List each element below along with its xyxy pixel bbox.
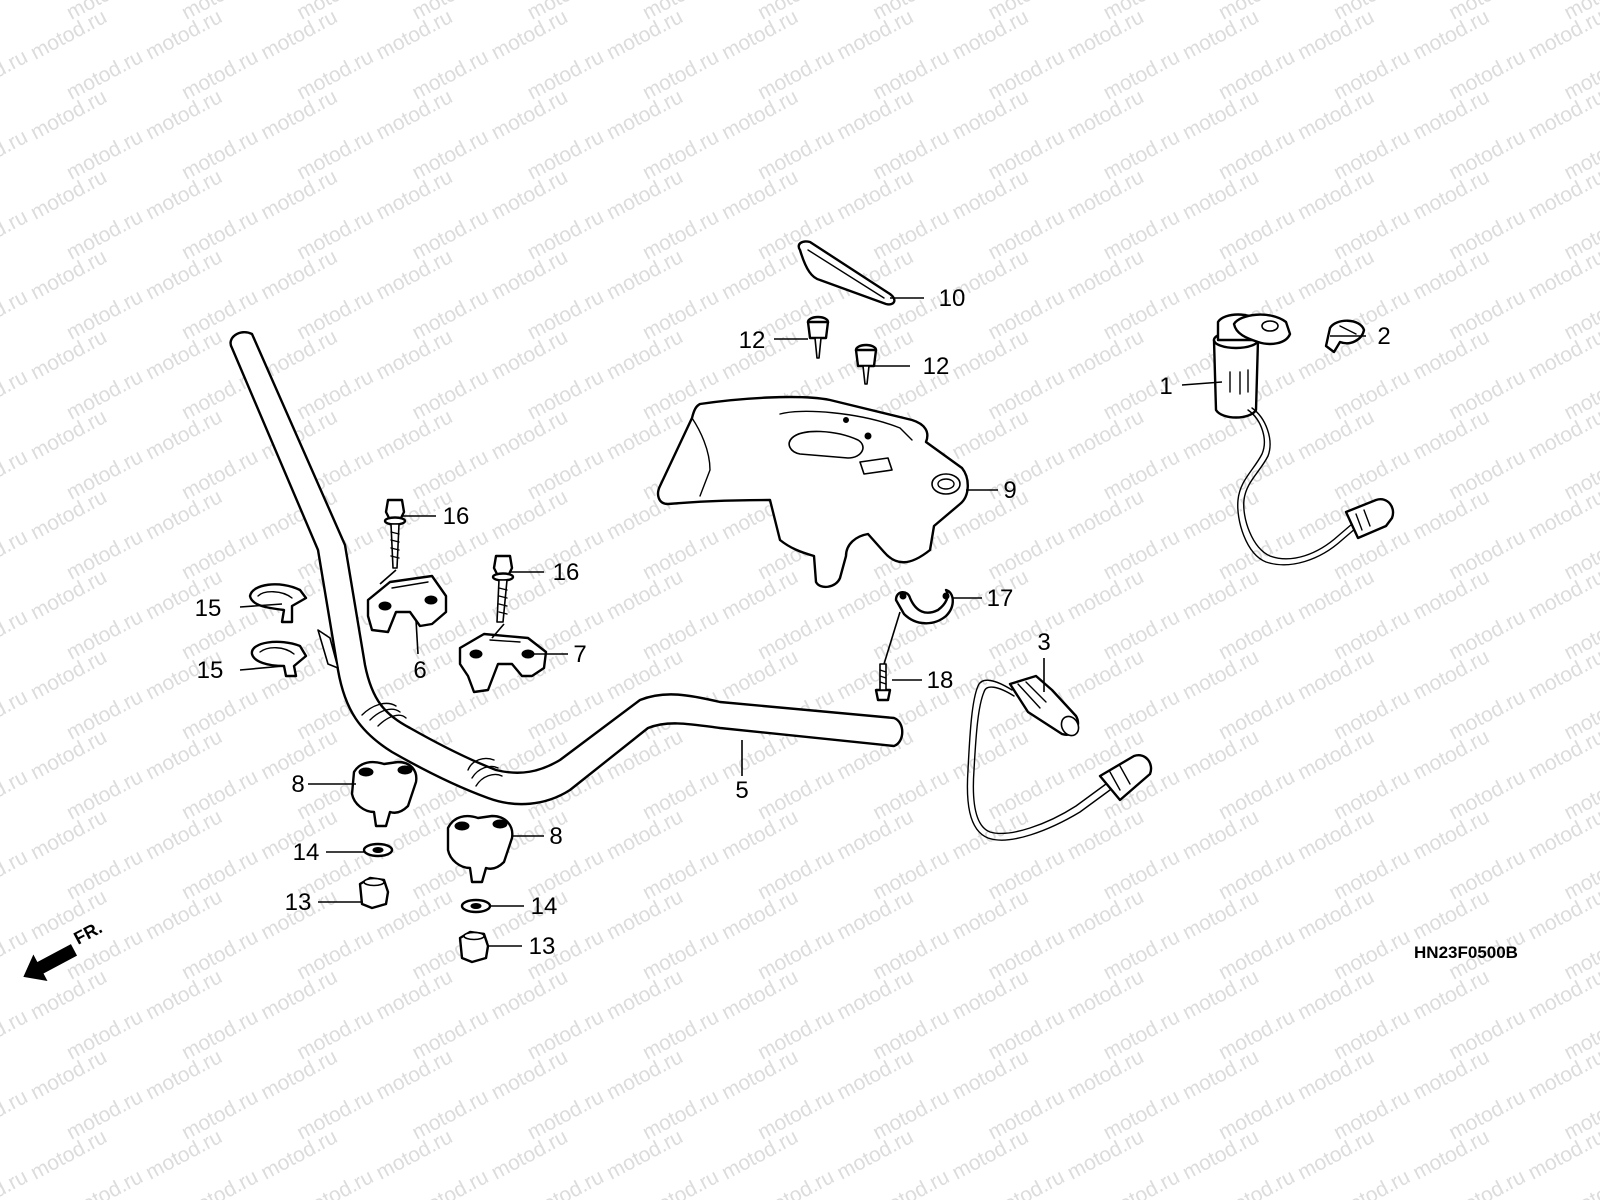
watermark-text: motod.ru: [0, 1085, 32, 1144]
watermark-text: motod.ru: [293, 1165, 377, 1200]
wire-harness-connector: [966, 674, 1153, 841]
callout-9: 9: [1003, 477, 1016, 504]
watermark-text: motod.ru: [1524, 645, 1600, 704]
watermark-text: motod.ru: [754, 1165, 838, 1200]
watermark-text: motod.ru: [0, 605, 32, 664]
watermark-text: motod.ru: [0, 1165, 32, 1200]
watermark-text: motod.ru: [1524, 5, 1600, 64]
flange-bolt-left: [383, 498, 407, 569]
watermark-text: motod.ru: [1524, 725, 1600, 784]
callout-8-left: 8: [291, 771, 304, 798]
upper-holder-6: [366, 574, 448, 634]
leader-lines: [239, 297, 1366, 947]
screw-lower: [854, 343, 878, 385]
watermark-text: motod.ru: [1524, 405, 1600, 464]
callout-2: 2: [1377, 323, 1390, 350]
callout-5: 5: [735, 777, 748, 804]
watermark-text: motod.ru: [0, 285, 32, 344]
nut-left: [358, 876, 390, 910]
watermark-text: motod.ru: [1524, 1045, 1600, 1104]
watermark-text: motod.ru: [0, 685, 32, 744]
watermark-text: motod.ru: [1524, 165, 1600, 224]
watermark-text: motod.ru: [1524, 245, 1600, 304]
upper-holder-7: [458, 632, 548, 694]
callout-12-upper: 12: [739, 327, 766, 354]
watermark-text: motod.ru: [1215, 1165, 1299, 1200]
watermark-text: motod.ru: [524, 1165, 608, 1200]
callout-6: 6: [413, 657, 426, 684]
watermark-text: motod.ru: [1524, 965, 1600, 1024]
ignition-switch: [1212, 313, 1395, 566]
watermark-text: motod.ru: [0, 845, 32, 904]
watermark-text: motod.ru: [639, 1165, 723, 1200]
callout-15-lower: 15: [197, 657, 224, 684]
diagram-code: HN23F0500B: [1414, 943, 1518, 962]
screw-upper: [806, 315, 830, 359]
watermark-text: motod.ru: [0, 365, 32, 424]
watermark-text: motod.ru: [0, 765, 32, 824]
callout-16-right: 16: [553, 559, 580, 586]
cover-strip: [797, 240, 896, 306]
cable-clamp-lower: [250, 640, 308, 678]
callout-14-left: 14: [293, 839, 320, 866]
handlebar-cover: [656, 395, 969, 589]
flange-bolt-right: [491, 554, 515, 623]
watermark-text: motod.ru: [1100, 1165, 1184, 1200]
watermark-text: motod.ru: [0, 445, 32, 504]
callout-17: 17: [987, 585, 1014, 612]
watermark-text: motod.ru: [1524, 1125, 1600, 1184]
watermark-text: motod.ru: [1330, 1165, 1414, 1200]
callout-16-left: 16: [443, 503, 470, 530]
callout-labels: 1 2 3 5 6 7 8 8 9 10 12 12 13 13 14 14 1…: [195, 285, 1391, 960]
callout-10: 10: [939, 285, 966, 312]
lower-holder-left: [350, 760, 418, 828]
callout-12-lower: 12: [923, 353, 950, 380]
callout-13-right: 13: [529, 933, 556, 960]
wire-band: [894, 588, 954, 625]
watermark-text: motod.ru: [1524, 85, 1600, 144]
watermark-text: motod.ru: [178, 1165, 262, 1200]
handlebar: [229, 331, 904, 806]
watermark-text: motod.ru: [1445, 1165, 1529, 1200]
washer-right: [460, 898, 492, 914]
watermark-text: motod.ru: [1524, 485, 1600, 544]
callout-8-right: 8: [549, 823, 562, 850]
callout-18: 18: [927, 667, 954, 694]
watermark-text: motod.ru: [1560, 1165, 1600, 1200]
callout-3: 3: [1037, 629, 1050, 656]
callout-14-right: 14: [531, 893, 558, 920]
watermark-text: motod.ru: [408, 1165, 492, 1200]
callout-13-left: 13: [285, 889, 312, 916]
watermark-text: motod.ru: [0, 125, 32, 184]
washer-left: [362, 842, 394, 858]
cable-clamp-upper: [248, 583, 308, 624]
watermark-text: motod.ru: [869, 1165, 953, 1200]
watermark-text: motod.ru: [0, 205, 32, 264]
callout-7: 7: [573, 641, 586, 668]
callout-1: 1: [1159, 373, 1172, 400]
watermark-text: motod.ru: [0, 525, 32, 584]
watermark-text: motod.ru: [1524, 885, 1600, 944]
watermark-text: motod.ru: [0, 0, 32, 24]
watermark-text: motod.ru: [0, 45, 32, 104]
lower-holder-right: [446, 814, 514, 884]
watermark-text: motod.ru: [1524, 805, 1600, 864]
watermark-text: motod.ru: [63, 1165, 147, 1200]
watermark-text: motod.ru: [984, 1165, 1068, 1200]
nut-right: [458, 930, 490, 964]
front-direction-arrow-icon: [23, 944, 78, 982]
callout-15-upper: 15: [195, 595, 222, 622]
watermark-text: motod.ru: [1524, 325, 1600, 384]
watermark-text: motod.ru: [0, 1005, 32, 1064]
watermark-text: motod.ru: [1524, 565, 1600, 624]
